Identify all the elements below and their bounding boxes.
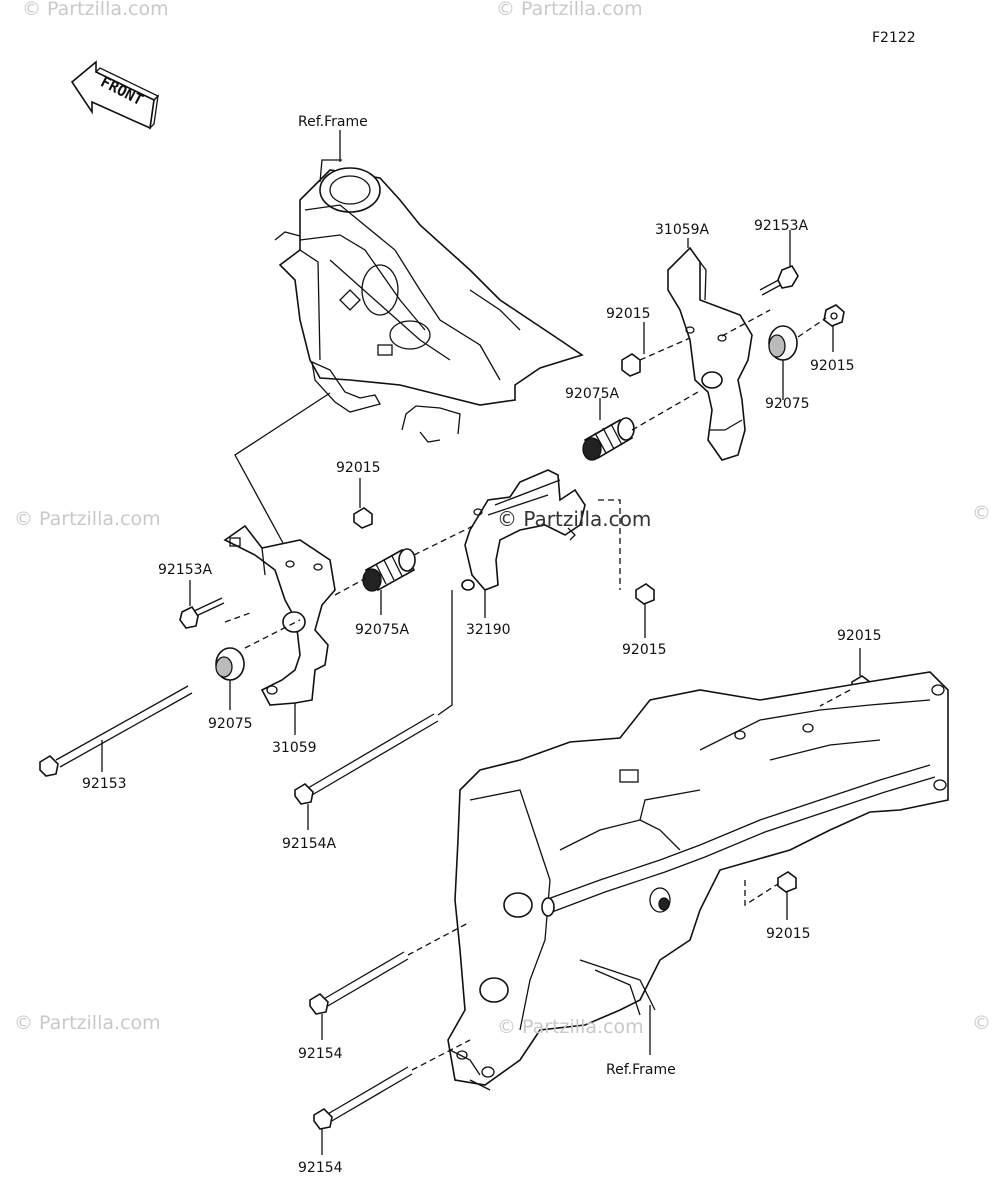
watermark: © Partzilla.com bbox=[497, 507, 652, 531]
washer-92075-upper bbox=[768, 325, 798, 361]
upper-frame-section bbox=[274, 159, 584, 443]
callout-92015[interactable]: 92015 bbox=[766, 926, 811, 942]
callout-92154A[interactable]: 92154A bbox=[282, 836, 337, 852]
callout-31059[interactable]: 31059 bbox=[272, 740, 317, 756]
bolt-92153 bbox=[39, 685, 193, 777]
watermark: © Partzilla.com bbox=[497, 1016, 644, 1038]
lower-frame-section bbox=[447, 671, 949, 1091]
nut-92015-upper bbox=[621, 353, 641, 377]
callout-92015[interactable]: 92015 bbox=[336, 460, 381, 476]
callout-92075[interactable]: 92075 bbox=[765, 396, 810, 412]
bolt-92153A-top bbox=[759, 265, 799, 296]
bracket-31059A bbox=[667, 246, 753, 461]
callout-92153A[interactable]: 92153A bbox=[158, 562, 213, 578]
callout-92154[interactable]: 92154 bbox=[298, 1046, 343, 1062]
watermark: © bbox=[972, 1012, 991, 1034]
callout-92015[interactable]: 92015 bbox=[837, 628, 882, 644]
watermark: © bbox=[972, 502, 991, 524]
diagram-code: F2122 bbox=[872, 30, 916, 46]
callout-31059A[interactable]: 31059A bbox=[655, 222, 710, 238]
nut-92015-mid bbox=[635, 583, 655, 605]
callout-92015[interactable]: 92015 bbox=[810, 358, 855, 374]
callout-92015[interactable]: 92015 bbox=[622, 642, 667, 658]
bolt-92154A bbox=[294, 713, 439, 805]
callout-92153A[interactable]: 92153A bbox=[754, 218, 809, 234]
nut-92015-upper-right bbox=[823, 304, 845, 327]
bolt-92154-upper bbox=[309, 951, 409, 1015]
callout-92075[interactable]: 92075 bbox=[208, 716, 253, 732]
callout-92075A[interactable]: 92075A bbox=[565, 386, 620, 402]
callout-ref-frame[interactable]: Ref.Frame bbox=[606, 1062, 676, 1078]
callout-92153[interactable]: 92153 bbox=[82, 776, 127, 792]
bushing-92075A-lower bbox=[362, 548, 416, 592]
bushing-92075A-upper bbox=[582, 417, 635, 461]
bracket-31059 bbox=[223, 524, 336, 706]
front-arrow-icon: FRONT bbox=[70, 60, 160, 130]
leader-lines bbox=[101, 130, 861, 1155]
bracket-32190 bbox=[461, 469, 586, 591]
watermark: © Partzilla.com bbox=[14, 1012, 161, 1034]
callout-92075A[interactable]: 92075A bbox=[355, 622, 410, 638]
nut-92015-lower-right bbox=[777, 871, 797, 893]
callout-92015[interactable]: 92015 bbox=[606, 306, 651, 322]
callout-92154[interactable]: 92154 bbox=[298, 1160, 343, 1176]
callout-32190[interactable]: 32190 bbox=[466, 622, 511, 638]
bolt-92153A-left bbox=[179, 597, 225, 629]
nut-92015-mid-left bbox=[353, 507, 373, 529]
watermark: © Partzilla.com bbox=[22, 0, 169, 20]
washer-92075-lower bbox=[215, 647, 245, 681]
bolt-92154-lower bbox=[313, 1066, 413, 1130]
watermark: © Partzilla.com bbox=[496, 0, 643, 20]
callout-ref-frame[interactable]: Ref.Frame bbox=[298, 114, 368, 130]
watermark: © Partzilla.com bbox=[14, 508, 161, 530]
